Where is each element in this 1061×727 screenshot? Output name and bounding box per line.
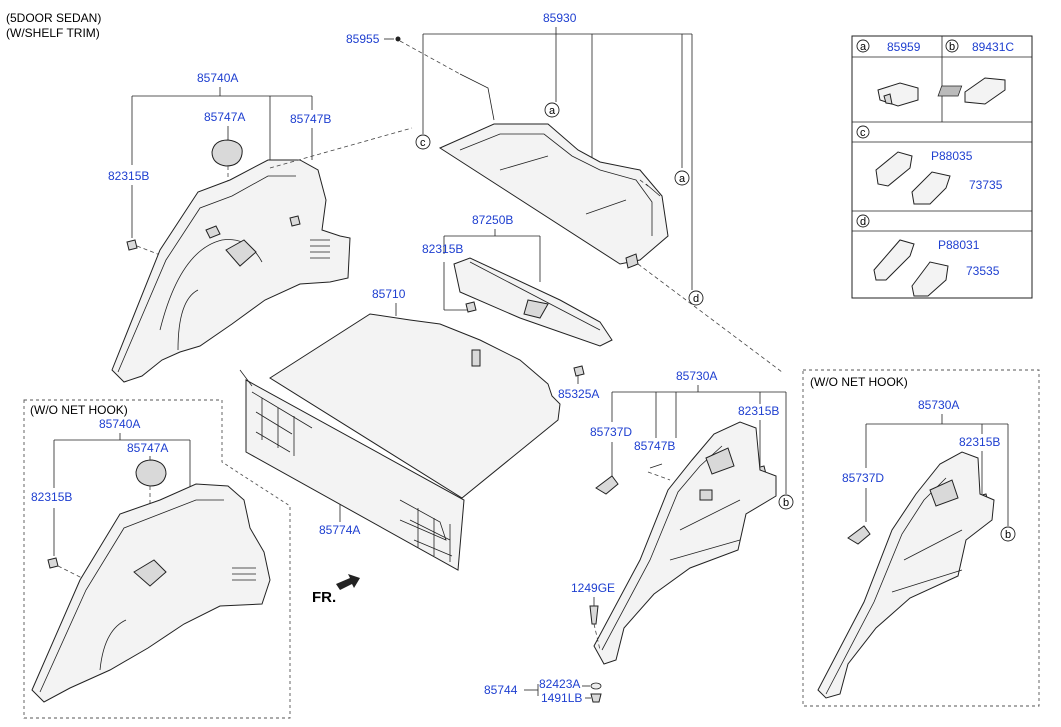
clip-82315B-variant-part (47, 557, 59, 569)
legend-part-P88031: P88031 (938, 238, 980, 252)
luggage-net-part (245, 379, 465, 571)
bracket-P88031-part (873, 239, 915, 281)
label-82315B-sill: 82315B (422, 242, 463, 256)
left-variant-box: (W/O NET HOOK) 85740A 85747A 82315B (23, 399, 291, 719)
luggage-net-assembly: 85774A (239, 369, 465, 571)
label-85930: 85930 (543, 11, 577, 25)
legend-key-b: b (949, 41, 955, 53)
cover-73735-part (911, 171, 951, 205)
left-trim-variant-part (31, 483, 271, 703)
left-trim-assembly: 85740A 85747A 85747B 82315B (108, 71, 351, 383)
label-85747A-variant: 85747A (127, 441, 168, 455)
bolt-1491LB-part (590, 693, 602, 703)
clip-85325A-part (573, 365, 585, 377)
label-85747A: 85747A (204, 110, 245, 124)
label-1249GE: 1249GE (571, 581, 615, 595)
label-85730A: 85730A (676, 369, 717, 383)
front-direction-label: FR. (312, 589, 336, 606)
label-85325A: 85325A (558, 387, 599, 401)
bracket-P88035-part (875, 151, 913, 187)
legend-part-73735: 73735 (969, 178, 1003, 192)
legend-key-a: a (860, 41, 867, 53)
cap-85747A-variant-part (135, 459, 167, 487)
label-85747B: 85747B (290, 112, 331, 126)
right-trim-variant-part (817, 451, 995, 699)
front-arrow-icon (336, 574, 360, 590)
callout-b-variant: b (1005, 529, 1011, 541)
label-85737D: 85737D (590, 425, 632, 439)
label-85740A-variant: 85740A (99, 417, 140, 431)
cover-85737D-variant-part (847, 525, 871, 545)
callout-c: c (420, 137, 426, 149)
cap-85747A-part (211, 139, 243, 167)
right-variant-frame (802, 369, 1040, 707)
cover-73535-part (911, 261, 949, 297)
header-sedan-text: (5DOOR SEDAN) (6, 11, 101, 25)
luggage-floor-assembly: 85710 (269, 287, 561, 499)
label-87250B: 87250B (472, 213, 513, 227)
callout-d: d (693, 293, 699, 305)
clip-85959-part (877, 82, 919, 107)
bolt-1249GE-part (589, 605, 599, 625)
right-trim-panel-part (593, 421, 777, 665)
bracket-89431C-part (964, 77, 1006, 105)
label-85730A-variant: 85730A (918, 398, 959, 412)
legend-part-89431C: 89431C (972, 40, 1014, 54)
right-trim-assembly: 85730A 85737D 85747B 82315B b 1249GE 857… (484, 369, 794, 705)
luggage-floor-mat-part (269, 313, 561, 499)
legend-part-85959: 85959 (887, 40, 921, 54)
label-85710: 85710 (372, 287, 406, 301)
left-variant-title: (W/O NET HOOK) (30, 403, 128, 417)
clip-82315B-part (126, 239, 138, 251)
front-direction-indicator: FR. (312, 574, 360, 606)
legend-part-73535: 73535 (966, 264, 1000, 278)
package-tray-part (438, 123, 669, 265)
label-1491LB: 1491LB (541, 691, 582, 705)
label-85955: 85955 (346, 32, 380, 46)
label-85744: 85744 (484, 683, 518, 697)
left-trim-panel-part (111, 159, 351, 383)
label-82315B: 82315B (108, 169, 149, 183)
package-tray-assembly: 85930 a a c d 85955 (269, 11, 783, 373)
right-variant-box: (W/O NET HOOK) 85730A 82315B 85737D b (802, 369, 1040, 707)
legend-key-d: d (860, 216, 866, 228)
legend-box: a 85959 b 89431C c P88035 73735 d P88031… (851, 35, 1033, 299)
legend-part-P88035: P88035 (931, 149, 973, 163)
label-85740A: 85740A (197, 71, 238, 85)
label-85747B-right: 85747B (634, 439, 675, 453)
header-shelf-trim-text: (W/SHELF TRIM) (6, 26, 100, 40)
callout-a-tray-right: a (679, 173, 686, 185)
legend-key-c: c (860, 127, 866, 139)
label-82315B-right: 82315B (738, 404, 779, 418)
label-85737D-variant: 85737D (842, 471, 884, 485)
label-85774A: 85774A (319, 523, 360, 537)
left-variant-frame (23, 399, 291, 719)
washer-82423A-part (590, 682, 602, 690)
sill-assembly: 87250B 82315B 85325A (422, 213, 613, 401)
label-82423A: 82423A (539, 677, 580, 691)
right-variant-title: (W/O NET HOOK) (810, 375, 908, 389)
callout-b: b (783, 497, 789, 509)
label-82315B-variant: 82315B (31, 490, 72, 504)
callout-a-tray: a (549, 105, 556, 117)
cover-85737D-part (595, 475, 619, 495)
label-82315B-variant-right: 82315B (959, 435, 1000, 449)
